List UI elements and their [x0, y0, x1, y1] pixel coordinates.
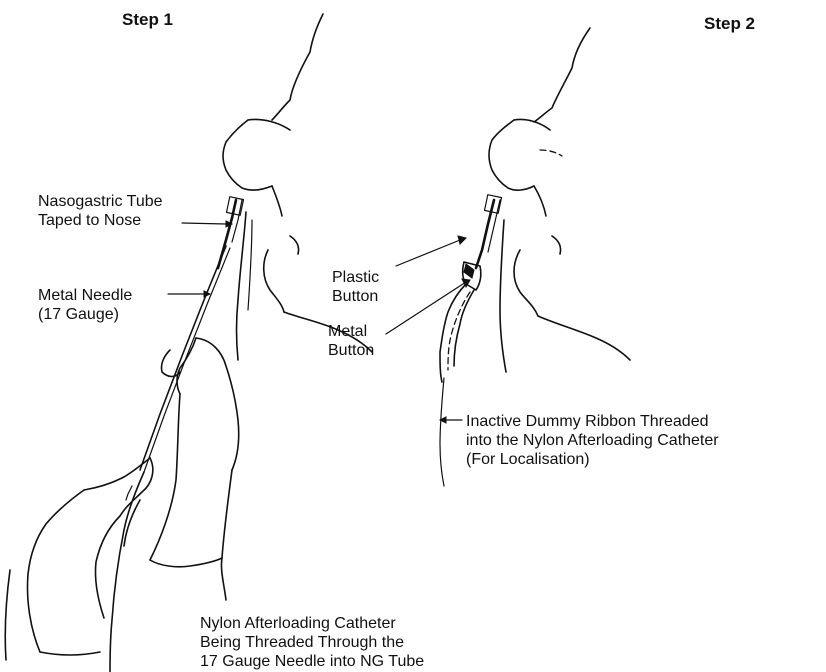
step2-head-profile — [489, 28, 630, 372]
step1-head-profile — [223, 14, 372, 360]
step1-title: Step 1 — [122, 10, 173, 30]
step2-tube — [476, 195, 502, 268]
ng-tube-label: Nasogastric Tube Taped to Nose — [38, 192, 163, 230]
step2-title: Step 2 — [704, 14, 755, 34]
catheter-label: Nylon Afterloading Catheter Being Thread… — [200, 614, 424, 671]
dummy-ribbon-label: Inactive Dummy Ribbon Threaded into the … — [466, 412, 719, 469]
step1-right-hand — [150, 338, 239, 600]
metal-button-label: Metal Button — [328, 322, 374, 360]
step2-leaders — [386, 236, 470, 423]
metal-needle-label: Metal Needle (17 Gauge) — [38, 286, 132, 324]
plastic-button-label: Plastic Button — [332, 268, 379, 306]
step1-leaders — [168, 221, 232, 297]
step1-metal-needle — [140, 246, 230, 472]
